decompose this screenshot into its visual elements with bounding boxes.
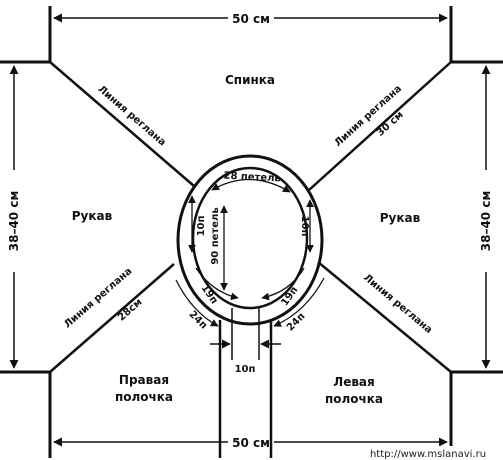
outline-bottom-left [0,370,52,458]
neck-bottom-left-label: 24п [187,309,210,332]
neck-vertical-label: 90 петель [210,207,221,264]
neck-bottom-right-label: 24п [285,311,308,334]
left-sleeve-label: Рукав [72,209,113,223]
neck-arrows [175,178,325,327]
outline-top-right [449,6,503,64]
back-label: Спинка [225,73,275,87]
left-front-label-line2: полочка [325,392,383,406]
raglan-line-top-right [308,61,452,191]
front-placket [218,308,273,458]
raglan-lines [49,61,452,373]
left-height-label: 38–40 см [7,191,21,252]
neck-top-label: 28 петель [223,171,281,185]
watermark: http://www.mslanavi.ru [370,449,486,460]
watermark-bg [354,446,503,460]
outline-bottom-right [449,370,503,458]
neckline-outer [176,154,324,326]
raglan-top-right-label-line2: 30 см [375,110,406,139]
top-width-label: 50 см [232,12,270,26]
right-front-label-line1: Правая [119,373,169,387]
neck-right-side-label: 10п [299,216,310,237]
right-sleeve-label: Рукав [380,211,421,225]
raglan-top-left-label: Линия реглана [96,84,168,149]
right-front-label-line2: полочка [115,390,173,404]
dimension-lines [9,13,491,447]
left-front-label-line1: Левая [333,375,375,389]
right-height-label: 38–40 см [479,191,493,252]
outline-top-left [0,6,52,64]
raglan-line-bottom-right [317,261,452,373]
neck-left-side-label: 10п [196,215,207,236]
placket-label: 10п [235,364,256,375]
bottom-width-label: 50 см [232,436,270,450]
raglan-line-bottom-left [49,263,175,373]
raglan-line-top-left [49,61,195,187]
